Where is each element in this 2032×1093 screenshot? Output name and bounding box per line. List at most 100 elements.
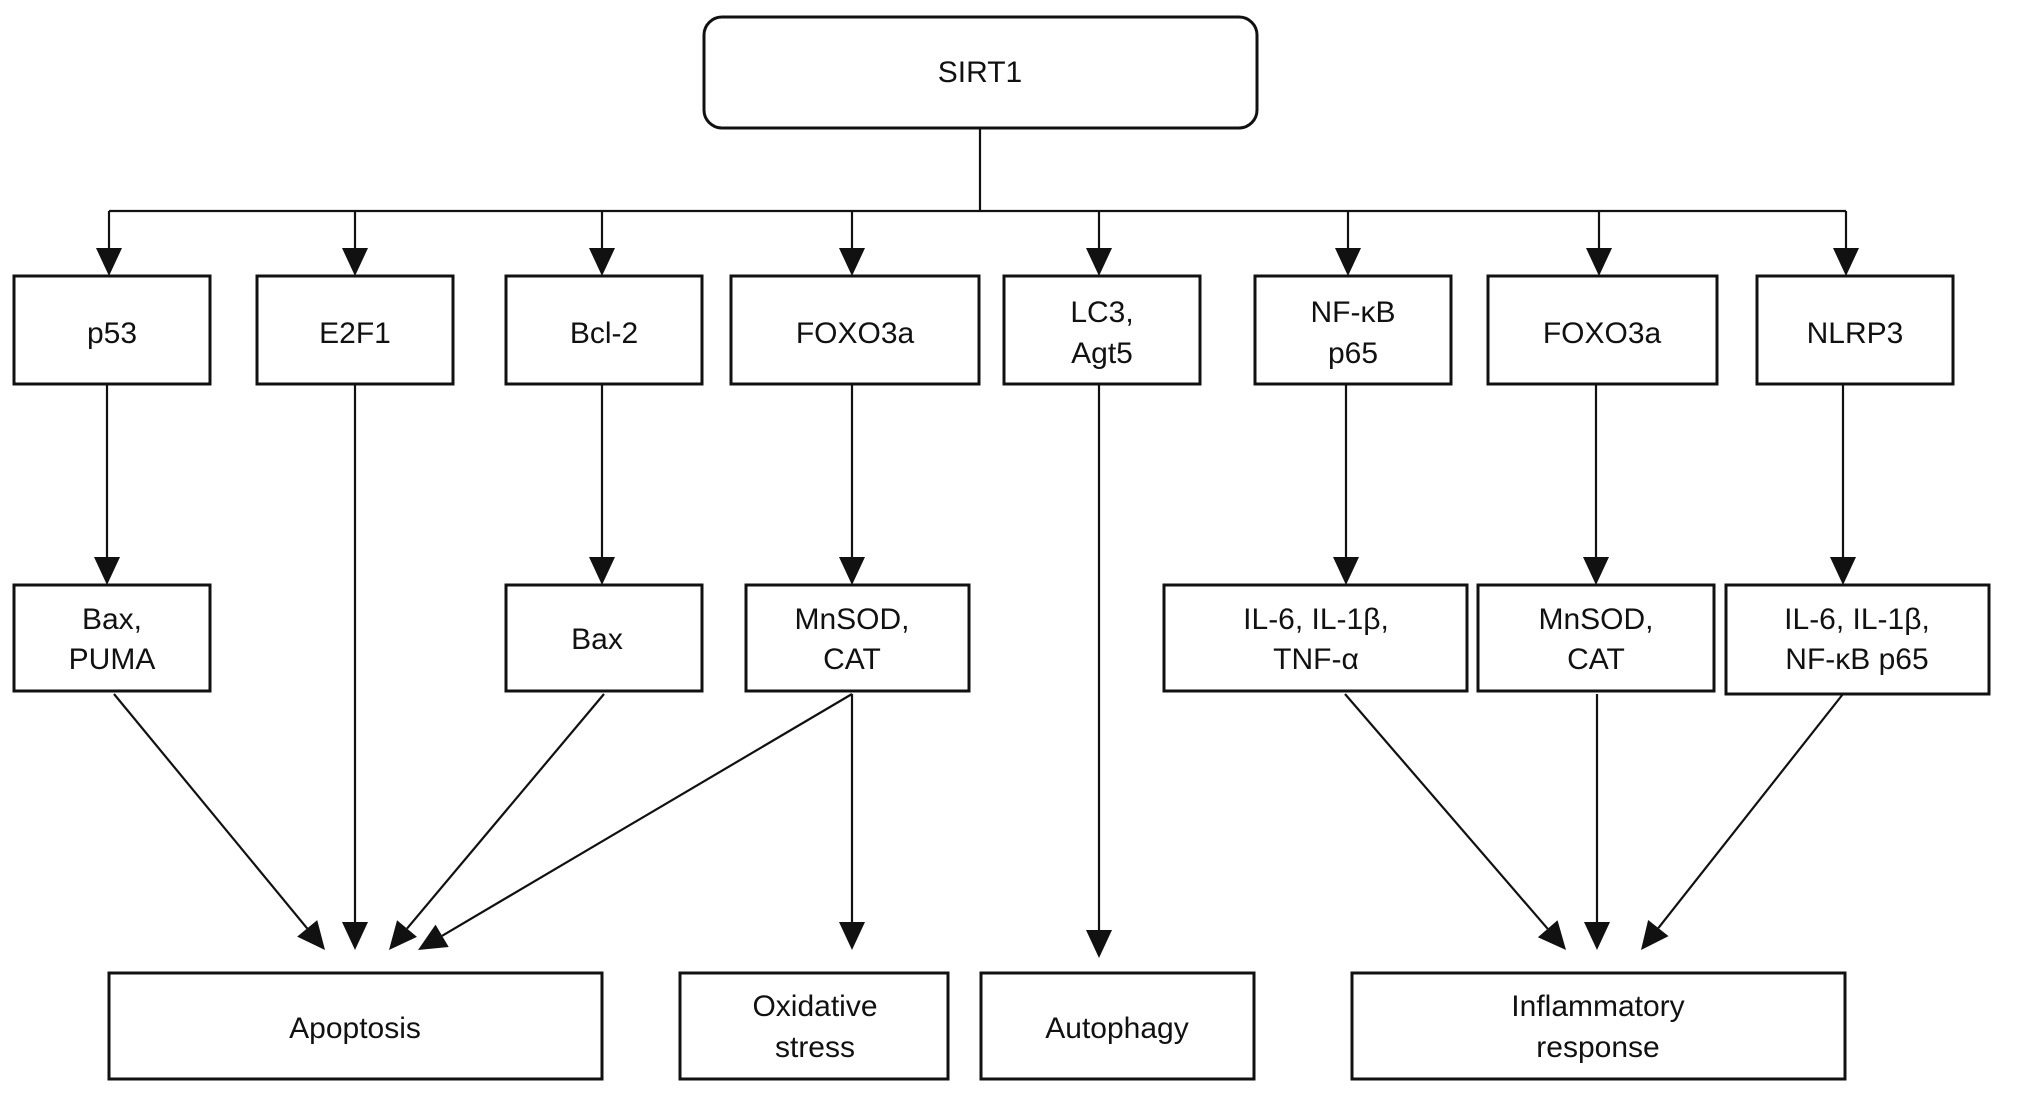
node-lc3-label-line2: Agt5 (1071, 337, 1133, 370)
arrow-bax-puma-to-apoptosis-head (297, 920, 325, 950)
drop-foxo3a-2-head (1586, 248, 1612, 276)
node-bcl2-label: Bcl-2 (570, 317, 638, 350)
node-autophagy-label: Autophagy (1045, 1012, 1188, 1045)
drop-foxo3a-2 (1586, 211, 1612, 276)
root-connectors (109, 128, 1846, 213)
arrow-bax-to-apoptosis-head (389, 920, 417, 950)
drop-p53 (96, 211, 122, 276)
drop-foxo3a-1 (839, 211, 865, 276)
arrow-foxo3a-to-mnsod (839, 384, 865, 585)
node-il6-nfkb-label-line1: IL-6, IL-1β, (1784, 603, 1930, 636)
node-lc3-agt5: LC3, Agt5 (1002, 274, 1202, 386)
arrow-nlrp3-to-il6-nfkb (1830, 384, 1856, 585)
node-e2f1-label: E2F1 (319, 317, 391, 350)
arrow-nlrp3-to-il6-nfkb-head (1830, 557, 1856, 585)
node-bax-puma-label-line1: Bax, (82, 603, 142, 636)
node-nlrp3: NLRP3 (1755, 274, 1955, 386)
node-nfkb-p65: NF-κB p65 (1253, 274, 1453, 386)
node-mnsod-cat-1-label-line1: MnSOD, (794, 603, 909, 636)
node-inflammatory-response: Inflammatory response (1350, 971, 1847, 1081)
arrow-mnsod-to-apoptosis (418, 693, 853, 950)
node-inflammatory-label-line2: response (1536, 1031, 1659, 1064)
level1-drop-arrows (96, 211, 1859, 276)
arrow-mnsod-2-to-inflammatory (1584, 694, 1610, 950)
node-bcl2: Bcl-2 (504, 274, 704, 386)
pathway-arrows (94, 384, 1856, 958)
arrow-p53-to-bax-puma (94, 384, 120, 585)
node-autophagy: Autophagy (979, 971, 1256, 1081)
node-oxidative-label-line2: stress (775, 1031, 855, 1064)
node-foxo3a-2-label: FOXO3a (1543, 317, 1662, 350)
arrow-bax-to-apoptosis (389, 693, 605, 950)
arrow-il6-nfkb-to-inflammatory (1641, 693, 1844, 950)
node-nfkb-label-line2: p65 (1328, 337, 1378, 370)
arrow-bax-to-apoptosis-line (406, 693, 605, 930)
node-il6-tnf: IL-6, IL-1β, TNF-α (1162, 583, 1469, 693)
arrow-il6-to-inflammatory (1344, 693, 1566, 950)
arrow-foxo3a-to-mnsod-head (839, 557, 865, 585)
node-il6-tnf-label-line2: TNF-α (1273, 643, 1359, 676)
drop-e2f1 (342, 211, 368, 276)
node-bax-label: Bax (571, 623, 623, 656)
arrow-p53-to-bax-puma-head (94, 557, 120, 585)
arrow-bcl2-to-bax (589, 384, 615, 585)
drop-foxo3a-1-head (839, 248, 865, 276)
node-inflammatory-label-line1: Inflammatory (1511, 990, 1684, 1023)
arrow-foxo3a-to-mnsod-2 (1583, 384, 1609, 585)
node-oxidative-stress: Oxidative stress (678, 971, 950, 1081)
node-p53-label: p53 (87, 317, 137, 350)
drop-p53-head (96, 248, 122, 276)
node-foxo3a-2: FOXO3a (1486, 274, 1719, 386)
node-il6-tnf-label-line1: IL-6, IL-1β, (1243, 603, 1389, 636)
node-mnsod-cat-1-label-line2: CAT (823, 643, 881, 676)
node-foxo3a-1: FOXO3a (729, 274, 981, 386)
arrow-nfkb-to-il6-head (1333, 557, 1359, 585)
node-bax-puma: Bax, PUMA (12, 583, 212, 693)
drop-nlrp3 (1833, 211, 1859, 276)
node-foxo3a-1-label: FOXO3a (796, 317, 915, 350)
arrow-lc3-to-autophagy (1086, 384, 1112, 958)
node-sirt1: SIRT1 (702, 15, 1259, 130)
node-il6-nfkb-label-line2: NF-κB p65 (1785, 643, 1928, 676)
arrow-mnsod-to-oxidative-head (839, 922, 865, 950)
node-p53: p53 (12, 274, 212, 386)
node-mnsod-cat-2-label-line1: MnSOD, (1538, 603, 1653, 636)
drop-nfkb (1335, 211, 1361, 276)
drop-bcl2-head (589, 248, 615, 276)
node-bax-puma-label-line2: PUMA (69, 643, 156, 676)
node-mnsod-cat-2-label-line2: CAT (1567, 643, 1625, 676)
arrow-il6-nfkb-to-inflammatory-head (1641, 919, 1669, 950)
arrow-mnsod-to-apoptosis-head (418, 924, 449, 950)
arrow-mnsod-to-oxidative (839, 694, 865, 950)
drop-lc3 (1086, 211, 1112, 276)
drop-nfkb-head (1335, 248, 1361, 276)
node-il6-nfkb: IL-6, IL-1β, NF-κB p65 (1724, 583, 1991, 696)
drop-e2f1-head (342, 248, 368, 276)
node-e2f1: E2F1 (255, 274, 455, 386)
arrow-bax-puma-to-apoptosis (113, 693, 325, 950)
node-bax: Bax (504, 583, 704, 693)
arrow-il6-to-inflammatory-line (1344, 693, 1549, 930)
drop-lc3-head (1086, 248, 1112, 276)
arrow-bax-puma-to-apoptosis-line (113, 693, 309, 930)
node-apoptosis: Apoptosis (107, 971, 604, 1081)
arrow-il6-nfkb-to-inflammatory-line (1657, 693, 1844, 929)
node-apoptosis-label: Apoptosis (289, 1012, 421, 1045)
arrow-lc3-to-autophagy-head (1086, 930, 1112, 958)
drop-nlrp3-head (1833, 248, 1859, 276)
arrow-nfkb-to-il6 (1333, 384, 1359, 585)
node-mnsod-cat-2: MnSOD, CAT (1476, 583, 1716, 693)
arrow-e2f1-to-apoptosis-head (342, 922, 368, 950)
drop-bcl2 (589, 211, 615, 276)
node-nlrp3-label: NLRP3 (1807, 317, 1904, 350)
arrow-mnsod-2-to-inflammatory-head (1584, 922, 1610, 950)
node-sirt1-label: SIRT1 (938, 56, 1022, 89)
node-lc3-label-line1: LC3, (1070, 296, 1133, 329)
arrow-il6-to-inflammatory-head (1537, 920, 1566, 950)
arrow-e2f1-to-apoptosis (342, 384, 368, 950)
arrow-mnsod-to-apoptosis-line (441, 693, 853, 937)
node-mnsod-cat-1: MnSOD, CAT (744, 583, 971, 693)
arrow-foxo3a-to-mnsod-2-head (1583, 557, 1609, 585)
node-oxidative-label-line1: Oxidative (752, 990, 877, 1023)
